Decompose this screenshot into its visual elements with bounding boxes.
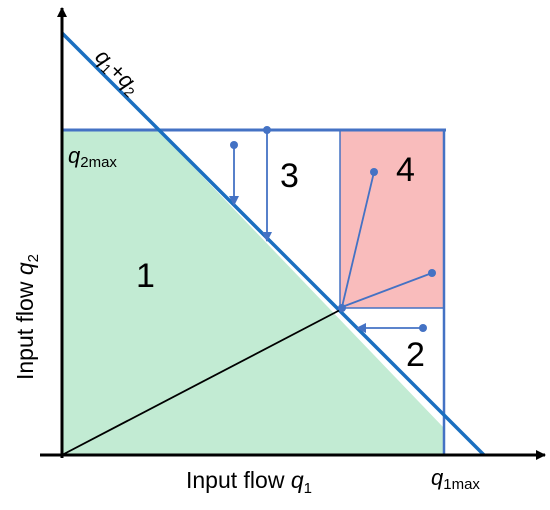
region-2-label: 2 [406,336,425,374]
q2max-label: q2max [68,143,117,171]
diagonal-label: q1+q2 [89,44,146,101]
q1-plus-q2-line [60,31,486,457]
corner-point [338,304,346,312]
region-2-arrow [356,323,427,333]
feasible-region [62,130,444,455]
region-1-label: 1 [136,257,155,295]
region-4-lower-line [341,269,436,308]
region-3-label: 3 [280,157,299,195]
region-4-label: 4 [396,151,415,189]
q1max-label: q1max [431,465,480,493]
x-axis-label: Input flow q1 [186,467,312,497]
origin-to-corner-line [61,309,341,456]
region-3-arrow-long [262,126,272,242]
region-3-arrow-short [229,141,239,206]
y-axis-label: Input flow q2 [12,254,42,380]
region-4-box [340,130,444,308]
region-4-upper-line [341,168,378,308]
